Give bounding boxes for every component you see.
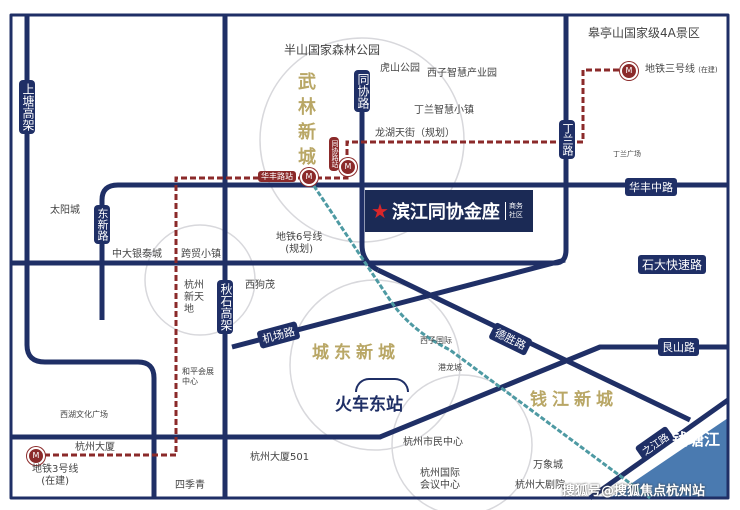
road-desheng bbox=[376, 267, 692, 423]
watermark: 搜狐号@搜狐焦点杭州站 bbox=[562, 484, 706, 499]
metro-line6-status: (规划) bbox=[285, 244, 314, 255]
poi-conference: 杭州国际会议中心 bbox=[420, 468, 460, 491]
poi-river: 钱塘江 bbox=[671, 430, 720, 449]
project-tag-line2: 社区 bbox=[508, 211, 523, 219]
road-shangtang bbox=[24, 15, 157, 498]
road-label-tongxie: 同协路 bbox=[354, 70, 370, 112]
poi-station: 火车东站 bbox=[335, 395, 403, 415]
road-tongxie bbox=[359, 70, 380, 273]
poi-theatre: 杭州大剧院 bbox=[515, 480, 565, 491]
poi-xizi-intl: 西子国际 bbox=[420, 336, 452, 345]
metro-line3-label: 地铁三号线 (在建) bbox=[645, 64, 718, 76]
kuamao-ring bbox=[144, 224, 256, 336]
poi-hushan: 虎山公园 bbox=[380, 63, 420, 74]
poi-xintiandi: 杭州新天地 bbox=[184, 280, 204, 315]
poi-xigoumao: 西狗茂 bbox=[245, 280, 275, 291]
poi-longhu: 龙湖天街（规划） bbox=[375, 128, 455, 139]
poi-gaoting: 皋亭山国家级4A景区 bbox=[588, 26, 700, 40]
metro-line3-sw-name: 地铁3号线 bbox=[32, 464, 79, 475]
poi-dinglan-town: 丁兰智慧小镇 bbox=[414, 105, 474, 116]
poi-xizi-park: 西子智慧产业园 bbox=[427, 68, 497, 79]
qiantang-river bbox=[610, 418, 728, 498]
metro-line3-name: 地铁三号线 bbox=[645, 64, 695, 75]
poi-heping: 和平会展中心 bbox=[182, 367, 214, 386]
project-name: 滨江同协金座 bbox=[391, 202, 500, 223]
train-station-icon bbox=[355, 378, 409, 392]
metro-line3-sw-status: (在建) bbox=[41, 476, 70, 487]
poi-mixc: 万象城 bbox=[533, 460, 563, 471]
map-frame bbox=[9, 13, 730, 500]
poi-hz-mansion-501: 杭州大厦501 bbox=[250, 452, 310, 463]
road-label-dongxin: 东新路 bbox=[94, 205, 110, 244]
poi-banshan: 半山国家森林公园 bbox=[284, 43, 381, 57]
poi-kuamao: 跨贸小镇 bbox=[181, 249, 221, 260]
poi-taiyang: 太阳城 bbox=[50, 205, 80, 216]
road-label-qiushi: 秋石高架 bbox=[217, 280, 233, 334]
star-icon: ★ bbox=[371, 199, 389, 223]
road-label-genshan: 艮山路 bbox=[658, 338, 699, 356]
metro-line3-sw-label: 地铁3号线(在建) bbox=[32, 464, 78, 488]
poi-xihu-culture: 西湖文化广场 bbox=[60, 410, 108, 419]
road-label-dinglan: 丁兰路 bbox=[559, 120, 575, 159]
poi-siji: 四季青 bbox=[175, 480, 205, 491]
station-label-huafeng: 华丰路站 bbox=[258, 171, 296, 182]
metro-station-icon: M bbox=[300, 168, 318, 186]
metro-line3-status: (在建) bbox=[698, 66, 718, 74]
metro-line-6 bbox=[308, 179, 651, 500]
metro-station-icon: M bbox=[27, 447, 45, 465]
project-tag: 商务社区 bbox=[504, 202, 523, 220]
road-label-huafeng: 华丰中路 bbox=[625, 178, 677, 196]
metro-station-icon: M bbox=[620, 62, 638, 80]
road-huafeng bbox=[99, 182, 728, 320]
district-qianjiang: 钱江新城 bbox=[530, 390, 618, 410]
metro-line6-label: 地铁6号线(规划) bbox=[276, 232, 322, 256]
chengdong-ring bbox=[289, 279, 461, 451]
project-label[interactable]: ★ 滨江同协金座 商务社区 bbox=[365, 190, 533, 232]
poi-dinglan-square: 丁兰广场 bbox=[613, 150, 641, 158]
poi-zhongda: 中大银泰城 bbox=[112, 249, 162, 260]
road-label-shida: 石大快速路 bbox=[638, 255, 707, 274]
station-label-tongxie: 同协路站 bbox=[329, 137, 339, 171]
road-label-shangtang: 上塘高架 bbox=[19, 80, 35, 134]
poi-civic: 杭州市民中心 bbox=[403, 437, 463, 448]
poi-hz-mansion: 杭州大厦 bbox=[75, 442, 115, 453]
district-chengdong: 城东新城 bbox=[312, 343, 400, 363]
metro-station-icon: M bbox=[339, 158, 357, 176]
metro-line6-name: 地铁6号线 bbox=[276, 232, 323, 243]
district-wulin: 武林新城 bbox=[298, 72, 316, 168]
poi-ganglong: 港龙城 bbox=[438, 363, 462, 372]
civic-ring bbox=[391, 374, 533, 510]
project-tag-line1: 商务 bbox=[508, 202, 523, 210]
